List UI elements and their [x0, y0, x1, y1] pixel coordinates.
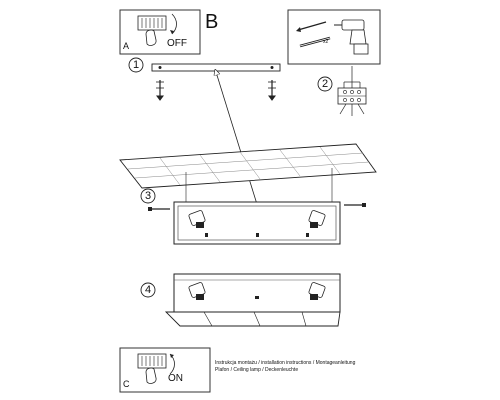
wire-icon	[339, 66, 365, 116]
step-2-marker	[317, 76, 333, 92]
tools-panel-frame	[287, 9, 381, 65]
section-letter: B	[205, 11, 219, 33]
ceiling-panel-icon	[119, 143, 377, 189]
screw-icon	[148, 207, 170, 211]
footer-caption-line-1: Instrukcja montażu / installation instru…	[215, 360, 356, 366]
step-1-number: 1	[133, 59, 140, 71]
wall-plug-icon	[299, 36, 331, 48]
step-1-marker	[128, 57, 144, 73]
panel-c-frame	[119, 347, 211, 393]
step-4-number: 4	[145, 284, 152, 296]
hand-switch-off-icon	[137, 13, 177, 46]
spotlight-icon	[188, 282, 206, 300]
spotlight-icon	[188, 210, 206, 228]
screw-icon	[344, 203, 366, 207]
panel-c-switch-label: ON	[168, 373, 183, 384]
panel-a-switch-label: OFF	[167, 38, 187, 49]
footer-caption-line-2: Plafon / Ceiling lamp / Deckenleuchte	[215, 367, 299, 373]
screw-icon	[156, 80, 164, 101]
drill-icon	[334, 19, 369, 55]
panel-a-letter: A	[123, 41, 130, 51]
tools-quantity-label: x2	[323, 39, 329, 45]
spotlight-icon	[308, 210, 326, 228]
screw-icon	[296, 21, 327, 32]
panel-c-letter: C	[123, 379, 130, 389]
screw-icon	[268, 80, 276, 101]
suspension-wire-icon	[185, 168, 333, 202]
spotlight-icon	[308, 282, 326, 300]
terminal-block-icon	[337, 87, 367, 105]
step-4-marker	[140, 282, 156, 298]
ceiling-rail-icon	[151, 63, 281, 72]
step-3-marker	[140, 188, 156, 204]
step-2-number: 2	[322, 78, 329, 90]
diffuser-panel-icon	[164, 311, 341, 327]
hand-switch-on-icon	[137, 353, 175, 384]
panel-a-frame	[119, 9, 201, 55]
step-3-number: 3	[145, 190, 152, 202]
arrow-up-icon	[216, 72, 261, 215]
